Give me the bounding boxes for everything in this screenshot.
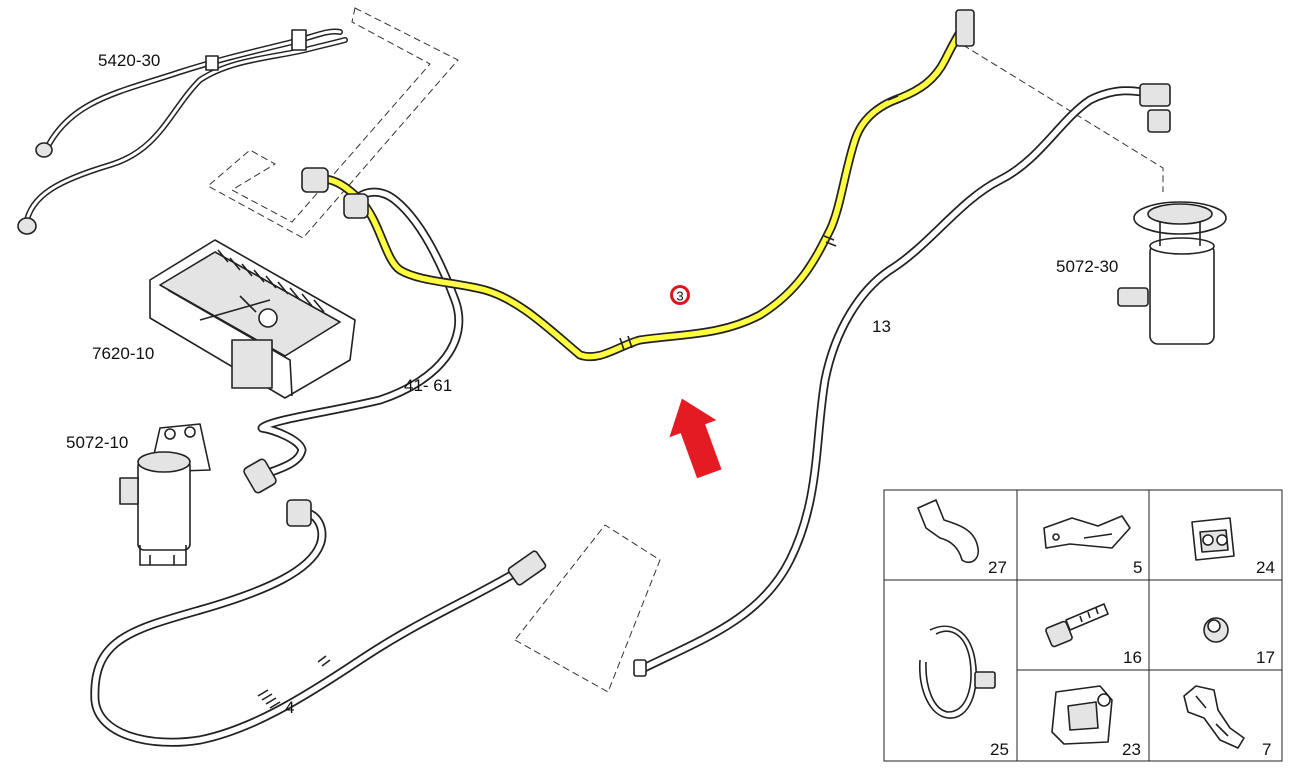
legend-label-23: 23	[1122, 740, 1141, 759]
label-7620-10: 7620-10	[92, 344, 154, 363]
legend-cell-24: 24	[1191, 517, 1275, 577]
hose-41-61	[243, 187, 464, 494]
diagram-labels: 5420-30 7620-10 5072-10 41- 61 13 5072-3…	[66, 51, 1118, 717]
legend-label-5: 5	[1133, 558, 1142, 577]
legend-cell-23: 23	[1051, 685, 1141, 759]
legend-label-24: 24	[1256, 558, 1275, 577]
callout-3: 3	[670, 285, 690, 305]
up-arrow-icon	[669, 398, 722, 479]
hose-3-highlighted	[301, 9, 975, 362]
legend-label-25: 25	[990, 740, 1009, 759]
label-4: 4	[285, 698, 294, 717]
legend-cell-5: 5	[1043, 515, 1142, 577]
label-5420-30: 5420-30	[98, 51, 160, 70]
tray-7620-10	[149, 239, 356, 399]
line-5420-30	[17, 28, 348, 235]
dashed-outlines	[207, 7, 1164, 693]
hose-4	[90, 499, 547, 747]
legend-cell-7: 7	[1183, 685, 1271, 759]
callout-3-label: 3	[676, 289, 683, 304]
label-5072-10: 5072-10	[66, 433, 128, 452]
legend-cell-27: 27	[917, 499, 1007, 577]
legend-label-17: 17	[1256, 648, 1275, 667]
label-5072-30: 5072-30	[1056, 257, 1118, 276]
label-41-61: 41- 61	[404, 376, 452, 395]
legend-grid: 27 5 24 25 16	[883, 489, 1283, 762]
legend-label-27: 27	[988, 558, 1007, 577]
filter-5072-10	[119, 423, 211, 566]
label-13: 13	[872, 317, 891, 336]
hose-13	[633, 83, 1171, 677]
legend-label-16: 16	[1123, 648, 1142, 667]
legend-cell-17: 17	[1203, 617, 1275, 667]
legend-label-7: 7	[1262, 740, 1271, 759]
legend-cell-25: 25	[919, 625, 1009, 759]
legend-cell-16: 16	[1045, 603, 1142, 667]
pump-5072-30	[1117, 201, 1227, 345]
